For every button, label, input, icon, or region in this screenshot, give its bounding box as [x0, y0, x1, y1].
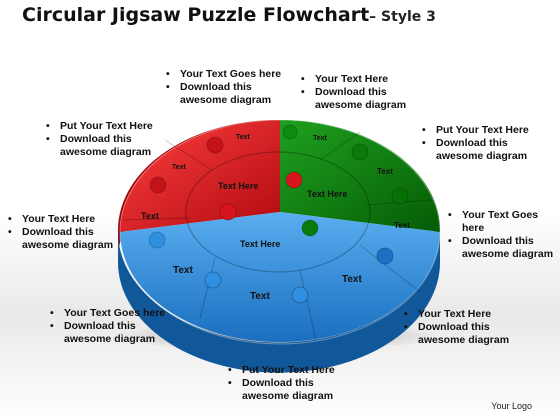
green-sector: [280, 120, 441, 232]
outer-label-9: Text: [342, 274, 362, 285]
outer-label-3: Text: [141, 211, 159, 221]
bullet: Download this awesome diagram: [164, 81, 292, 107]
puzzle-top: [119, 119, 441, 345]
bullet: Put Your Text Here: [226, 364, 346, 377]
blue-sector: [120, 212, 440, 342]
bullet: Put Your Text Here: [44, 120, 164, 133]
bullet: Download this awesome diagram: [226, 377, 346, 403]
bullet: Download this awesome diagram: [402, 321, 522, 347]
text-box-mid-right: Your Text Goes here Download this awesom…: [446, 209, 558, 261]
page-title: Circular Jigsaw Puzzle Flowchart– Style …: [22, 4, 436, 26]
outer-label-2: Text: [172, 164, 187, 171]
outer-label-4: Text: [313, 135, 328, 142]
outer-label-8: Text: [250, 291, 270, 302]
outer-label-1: Text: [236, 134, 251, 141]
bullet: Your Text Here: [299, 73, 417, 86]
text-box-upper-left: Put Your Text Here Download this awesome…: [44, 120, 164, 159]
inner-label-green: Text Here: [307, 189, 347, 199]
title-main: Circular Jigsaw Puzzle Flowchart: [22, 4, 370, 26]
inner-label-red: Text Here: [218, 181, 258, 191]
text-box-top-right: Your Text Here Download this awesome dia…: [299, 73, 417, 112]
text-box-mid-left: Your Text Here Download this awesome dia…: [6, 213, 124, 252]
red-sector: [119, 119, 281, 232]
bullet: Your Text Here: [6, 213, 124, 226]
bullet: Download this awesome diagram: [44, 133, 164, 159]
logo-text: Your Logo: [491, 401, 532, 411]
outer-label-7: Text: [173, 265, 193, 276]
bullet: Your Text Goes here: [446, 209, 558, 235]
bullet: Your Text Goes here: [48, 307, 170, 320]
bullet: Your Text Goes here: [164, 68, 292, 81]
bullet: Your Text Here: [402, 308, 522, 321]
bullet: Download this awesome diagram: [48, 320, 170, 346]
text-box-bottom: Put Your Text Here Download this awesome…: [226, 364, 346, 403]
title-suffix: – Style 3: [369, 9, 436, 25]
bullet: Download this awesome diagram: [299, 86, 417, 112]
bullet: Download this awesome diagram: [6, 226, 124, 252]
text-box-upper-right: Put Your Text Here Download this awesome…: [420, 124, 538, 163]
outer-label-6: Text: [394, 221, 410, 230]
text-box-top-left: Your Text Goes here Download this awesom…: [164, 68, 292, 107]
bullet: Put Your Text Here: [420, 124, 538, 137]
inner-label-blue: Text Here: [240, 239, 280, 249]
outer-label-5: Text: [377, 167, 393, 176]
puzzle-knobs: [148, 124, 409, 304]
text-box-lower-left: Your Text Goes here Download this awesom…: [48, 307, 170, 346]
bullet: Download this awesome diagram: [446, 235, 558, 261]
bullet: Download this awesome diagram: [420, 137, 538, 163]
text-box-lower-right: Your Text Here Download this awesome dia…: [402, 308, 522, 347]
